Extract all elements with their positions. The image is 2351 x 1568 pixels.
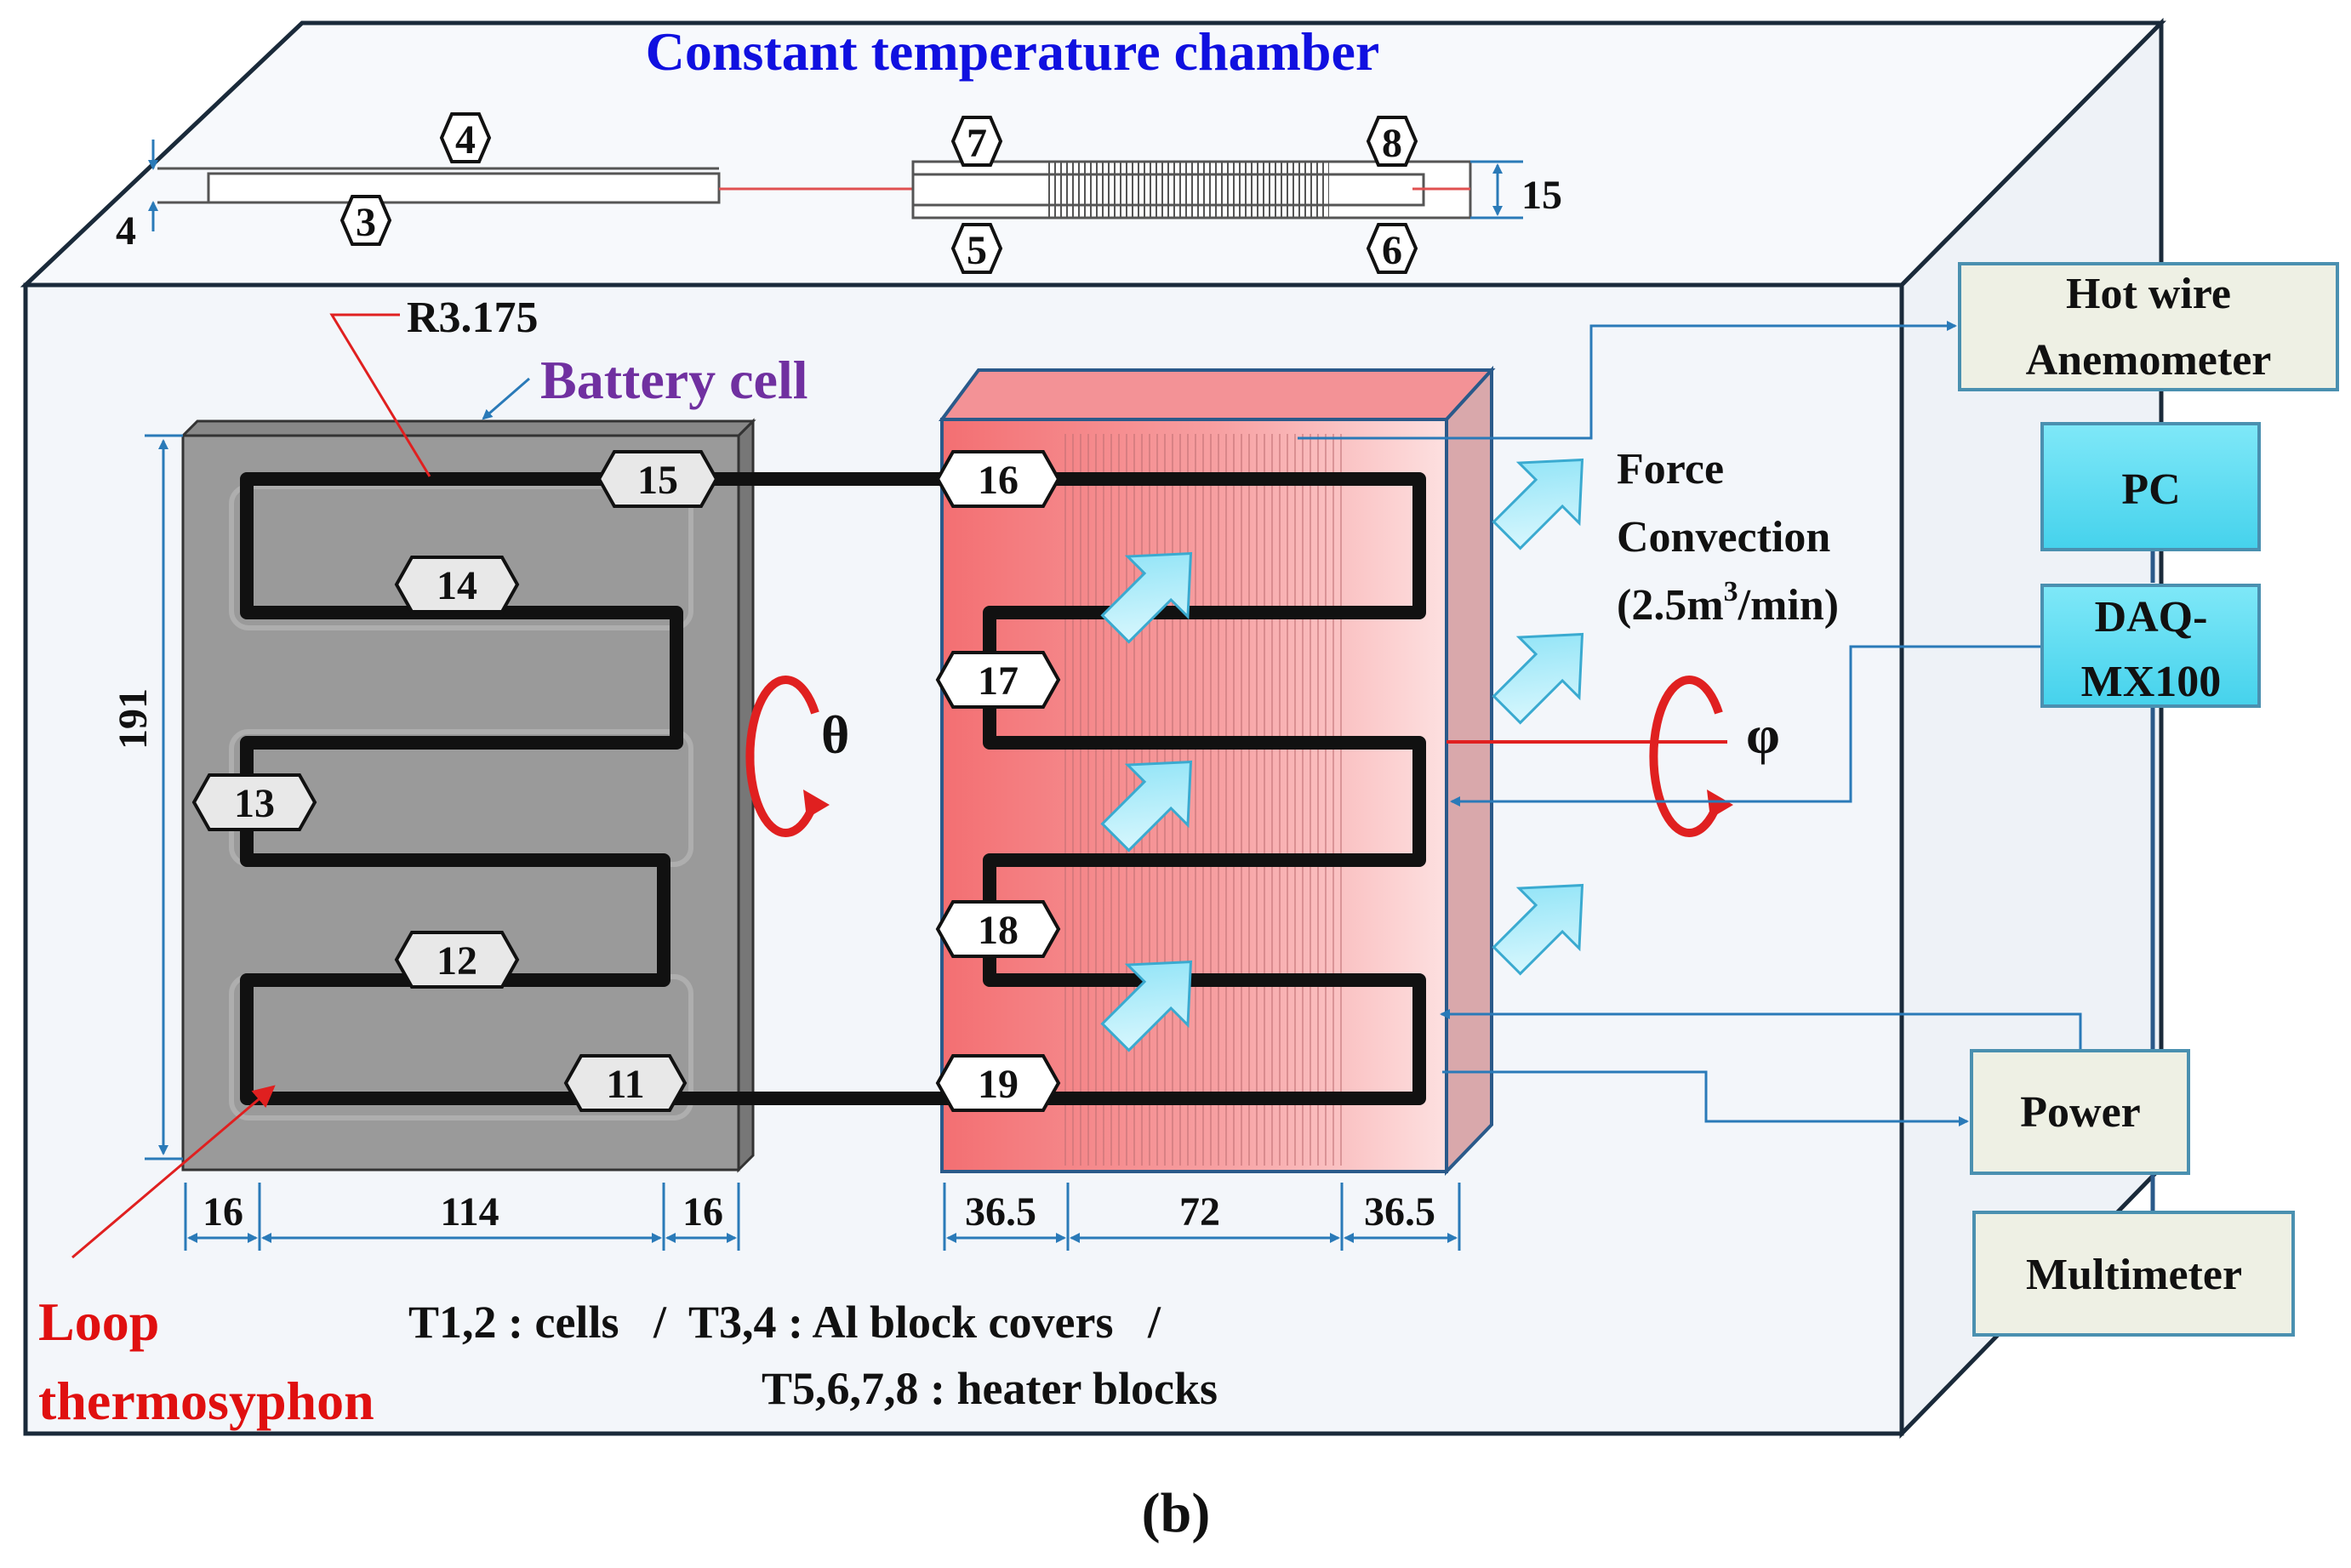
svg-text:11: 11 — [606, 1062, 644, 1107]
loop-thermosyphon-callout: Loop thermosyphon — [38, 1085, 374, 1431]
svg-text:thermosyphon: thermosyphon — [38, 1371, 374, 1431]
svg-text:Loop: Loop — [38, 1291, 159, 1352]
bend-radius-callout: R3.175 — [329, 294, 539, 477]
thermocouple-marker: 7 — [950, 116, 1003, 167]
svg-text:Multimeter: Multimeter — [2026, 1251, 2242, 1299]
figure-caption: (b) — [1142, 1482, 1211, 1544]
svg-text:Force: Force — [1617, 445, 1724, 493]
battery-dimension-lines: 191 16 114 16 — [111, 434, 740, 1251]
svg-text:PC: PC — [2121, 465, 2180, 514]
thermocouple-marker: 15 — [596, 450, 719, 508]
force-convection-label: Force Convection (2.5m3/min) — [1617, 445, 1839, 630]
thermocouple-marker: 4 — [439, 112, 492, 163]
svg-text:R3.175: R3.175 — [407, 294, 539, 342]
svg-text:Convection: Convection — [1617, 513, 1830, 562]
top-view-height-dimension: 4 — [116, 208, 136, 254]
phi-rotation-symbol: φ — [1447, 676, 1780, 837]
svg-text:17: 17 — [978, 659, 1019, 704]
thermocouple-marker: 12 — [394, 931, 520, 989]
thermocouple-marker: 14 — [394, 556, 520, 613]
thermocouple-marker: 3 — [340, 195, 392, 246]
svg-text:8: 8 — [1382, 121, 1402, 166]
multimeter-box: Multimeter — [1972, 1211, 2295, 1337]
top-view-section: 4 15 4 3 7 5 8 6 — [116, 112, 1562, 274]
heater-left-dimension: 36.5 — [965, 1189, 1036, 1234]
battery-right-margin-dimension: 16 — [682, 1189, 723, 1234]
svg-text:φ: φ — [1746, 704, 1780, 765]
svg-text:12: 12 — [437, 938, 477, 984]
thermocouple-legend-line2: T5,6,7,8 : heater blocks — [762, 1363, 1218, 1414]
hot-wire-anemometer-box: Hot wire Anemometer — [1958, 262, 2339, 391]
battery-middle-dimension: 114 — [440, 1189, 499, 1234]
top-view-fins — [1048, 162, 1329, 218]
svg-text:(2.5m3/min): (2.5m3/min) — [1617, 576, 1839, 630]
svg-text:θ: θ — [821, 704, 849, 765]
svg-text:16: 16 — [978, 458, 1019, 503]
thermocouple-marker: 6 — [1366, 223, 1418, 274]
heater-dimension-lines: 36.5 72 36.5 — [943, 1183, 1461, 1251]
svg-text:Anemometer: Anemometer — [2026, 336, 2272, 385]
thermocouple-marker: 19 — [935, 1054, 1061, 1112]
thermocouple-marker: 18 — [935, 900, 1061, 958]
svg-text:7: 7 — [967, 121, 987, 166]
battery-cell-callout: Battery cell — [482, 350, 808, 420]
pc-box: PC — [2040, 422, 2261, 551]
heater-right-dimension: 36.5 — [1364, 1189, 1435, 1234]
svg-text:18: 18 — [978, 908, 1019, 953]
svg-text:Battery cell: Battery cell — [540, 350, 808, 410]
svg-text:14: 14 — [437, 563, 477, 608]
svg-text:Power: Power — [2020, 1088, 2140, 1137]
thermocouple-marker: 16 — [935, 450, 1061, 508]
battery-height-dimension: 191 — [111, 688, 156, 750]
thermocouple-marker: 11 — [563, 1054, 688, 1112]
svg-text:15: 15 — [637, 458, 678, 503]
heater-block-top — [939, 368, 1496, 421]
heater-block-side — [1445, 365, 1493, 1176]
thermocouple-marker: 8 — [1366, 116, 1418, 167]
svg-text:3: 3 — [356, 200, 376, 245]
svg-text:6: 6 — [1382, 228, 1402, 273]
svg-text:4: 4 — [455, 117, 476, 163]
airflow-arrows — [1100, 458, 1584, 1052]
instrument-wiring — [1298, 321, 2155, 1212]
top-view-heater-dimension: 15 — [1521, 173, 1562, 218]
battery-cell-top — [180, 419, 756, 437]
thermocouple-marker: 5 — [950, 223, 1003, 274]
theta-rotation-symbol: θ — [745, 676, 849, 837]
power-box: Power — [1970, 1049, 2190, 1175]
svg-text:Hot wire: Hot wire — [2066, 270, 2231, 318]
svg-text:19: 19 — [978, 1062, 1019, 1107]
loop-thermosyphon-pipe — [240, 472, 1426, 1105]
svg-text:DAQ-: DAQ- — [2095, 593, 2208, 641]
heater-fins — [1064, 434, 1344, 1166]
svg-text:13: 13 — [234, 781, 275, 826]
heater-block — [939, 365, 1496, 1176]
chamber-title: Constant temperature chamber — [646, 21, 1380, 82]
daq-box: DAQ- MX100 — [2040, 584, 2261, 708]
thermocouple-marker: 17 — [935, 651, 1061, 709]
heater-middle-dimension: 72 — [1179, 1189, 1220, 1234]
svg-text:MX100: MX100 — [2081, 658, 2222, 706]
top-view-cell-plate — [207, 172, 721, 204]
thermocouple-legend-line1: T1,2 : cells / T3,4 : Al block covers / — [408, 1297, 1161, 1348]
thermocouple-marker: 13 — [191, 773, 317, 831]
svg-text:5: 5 — [967, 228, 987, 273]
battery-left-margin-dimension: 16 — [203, 1189, 243, 1234]
